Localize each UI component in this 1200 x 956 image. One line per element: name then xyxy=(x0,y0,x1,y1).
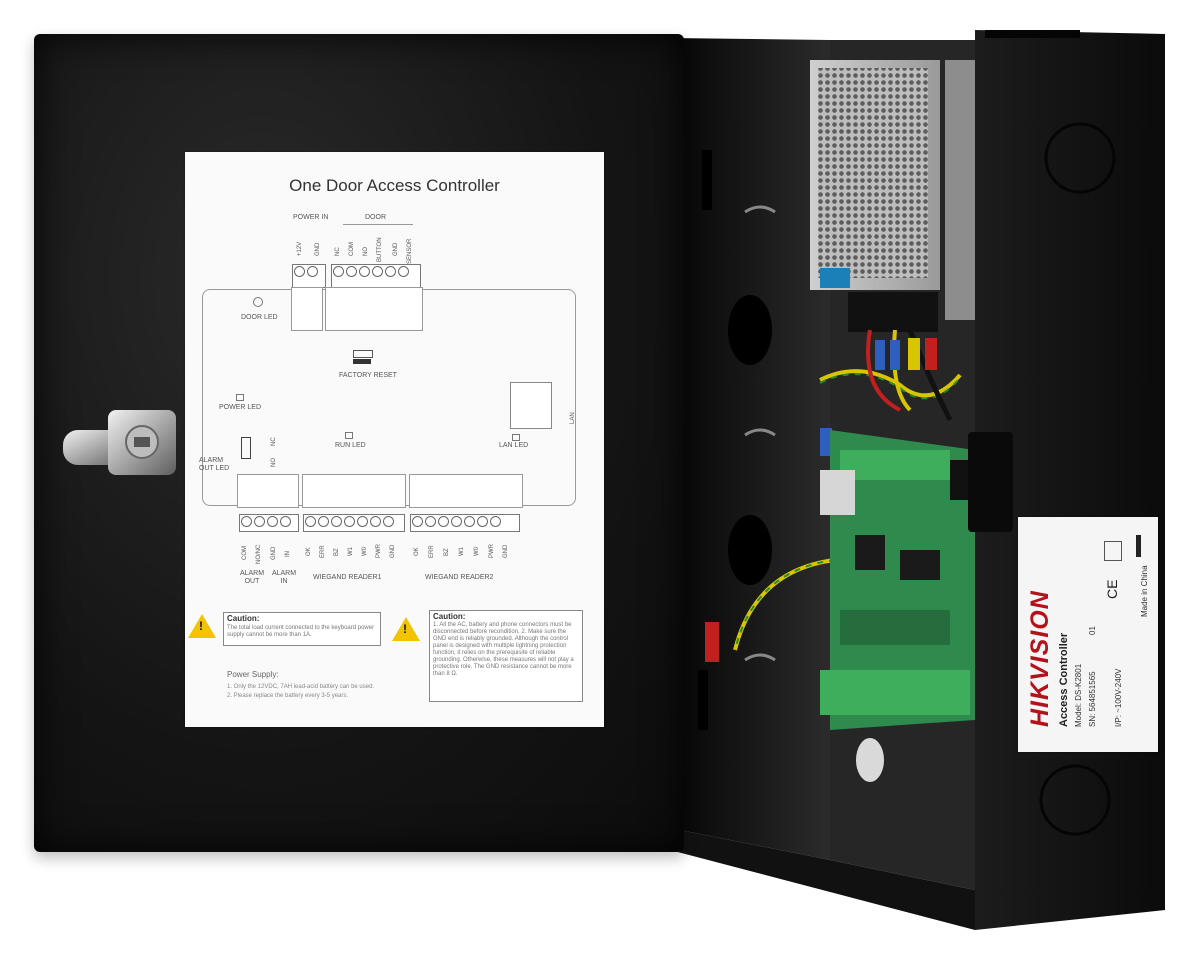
pin-label: SENSOR xyxy=(407,238,413,264)
pin-label: ERR xyxy=(429,545,435,558)
power-terminal-body xyxy=(291,287,323,331)
caution-box-1: Caution: The total load current connecte… xyxy=(223,612,381,646)
factory-reset-label: FACTORY RESET xyxy=(339,372,397,379)
origin-text: Made in China xyxy=(1140,565,1149,617)
caution-box-2: Caution: 1. All the AC, battery and phon… xyxy=(429,610,583,702)
lan-label: LAN xyxy=(570,412,576,424)
power-led-icon xyxy=(236,394,244,401)
pin-label: COM xyxy=(349,242,355,256)
pin-label: COM xyxy=(242,546,248,560)
pin-label: BZ xyxy=(334,548,340,556)
alarm-terminal xyxy=(239,514,299,532)
pin-label: W1 xyxy=(459,547,465,556)
pin-label: GND xyxy=(393,242,399,256)
run-led-label: RUN LED xyxy=(335,442,366,449)
caution-1-text: The total load current connected to the … xyxy=(227,625,375,638)
pin-label: W1 xyxy=(348,547,354,556)
pin-label: GND xyxy=(315,242,321,256)
power-supply-title: Power Supply: xyxy=(227,670,279,679)
pin-label: NC xyxy=(335,247,341,256)
cabinet-body-drawing xyxy=(670,20,1165,930)
wiring-diagram-sticker: One Door Access Controller POWER IN DOOR… xyxy=(185,152,604,727)
wiegand2-label: WIEGAND READER2 xyxy=(425,574,494,581)
caution-2-title: Caution: xyxy=(433,612,466,621)
door-catch xyxy=(968,432,1013,532)
door-led-icon xyxy=(253,297,263,307)
warning-icon: ! xyxy=(392,617,420,643)
serial-text: SN: 564851565 xyxy=(1088,671,1097,727)
power-supply-line-2: 2. Please replace the battery every 3-5 … xyxy=(227,693,349,699)
door-terminal-body xyxy=(325,287,423,331)
door-latch xyxy=(60,405,180,480)
pin-label: OK xyxy=(414,547,420,556)
power-terminal xyxy=(292,264,326,288)
reset-jumper-bar xyxy=(353,359,371,364)
brand-logo: HIKVISION xyxy=(1026,590,1054,727)
door-label: DOOR xyxy=(365,214,386,221)
revision-text: 01 xyxy=(1088,626,1097,635)
pin-label: OK xyxy=(306,547,312,556)
pin-label: NO xyxy=(363,247,369,256)
alarm-terminal-body xyxy=(237,474,299,508)
lan-led-icon xyxy=(512,434,520,441)
pin-label: GND xyxy=(271,546,277,560)
power-in-label: POWER IN xyxy=(293,214,329,221)
pin-label: BZ xyxy=(444,548,450,556)
pin-label: W0 xyxy=(474,547,480,556)
pin-label: NO/NC xyxy=(256,544,262,564)
pin-label: IN xyxy=(285,551,291,557)
pin-label: PWR xyxy=(376,544,382,558)
caution-1-title: Caution: xyxy=(227,614,260,623)
pin-label: PWR xyxy=(489,544,495,558)
alarm-jumper-icon xyxy=(241,437,251,459)
door-terminal xyxy=(331,264,421,288)
warning-icon: ! xyxy=(188,614,216,640)
wiegand1-terminal-body xyxy=(302,474,406,508)
input-rating: I/P: ~100V-240V xyxy=(1114,668,1123,728)
product-label: HIKVISION Access Controller Model: DS-K2… xyxy=(1018,517,1158,752)
model-text: Model: DS-K2801 xyxy=(1074,663,1083,727)
power-supply-line-1: 1. Only the 12VDC, 7AH lead-acid battery… xyxy=(227,684,375,690)
lan-port-icon xyxy=(510,382,552,429)
weee-bin-icon xyxy=(1104,541,1122,561)
pin-label: GND xyxy=(503,544,509,558)
wiegand1-label: WIEGAND READER1 xyxy=(313,574,382,581)
lan-led-label: LAN LED xyxy=(499,442,529,449)
pin-label: BUTTON xyxy=(377,237,383,262)
cabinet-body xyxy=(670,20,1165,930)
alarm-out-led-label: ALARM OUT LED xyxy=(199,457,230,472)
alarm-in-label: ALARM IN xyxy=(271,570,297,585)
run-led-icon xyxy=(345,432,353,439)
ce-mark: CE xyxy=(1104,579,1120,599)
door-bracket xyxy=(343,224,413,225)
wiegand2-terminal-body xyxy=(409,474,523,508)
latch-drawing xyxy=(63,410,176,475)
pin-label: W0 xyxy=(362,547,368,556)
wiegand1-terminal xyxy=(303,514,405,532)
pin-label: ERR xyxy=(320,545,326,558)
no-label: NO xyxy=(271,458,277,467)
power-led-label: POWER LED xyxy=(219,404,262,411)
pin-label: +12V xyxy=(297,241,303,256)
alarm-out-label: ALARM OUT xyxy=(239,570,265,585)
caution-2-text: 1. All the AC, battery and phone connect… xyxy=(433,622,574,677)
pin-label: GND xyxy=(390,544,396,558)
product-name: Access Controller xyxy=(1058,632,1070,727)
reset-jumper-icon xyxy=(353,350,373,358)
weee-bar-icon xyxy=(1136,535,1141,557)
door-led-label: DOOR LED xyxy=(241,314,278,321)
nc-label: NC xyxy=(271,437,277,446)
sticker-title: One Door Access Controller xyxy=(289,176,500,195)
wiegand2-terminal xyxy=(410,514,520,532)
